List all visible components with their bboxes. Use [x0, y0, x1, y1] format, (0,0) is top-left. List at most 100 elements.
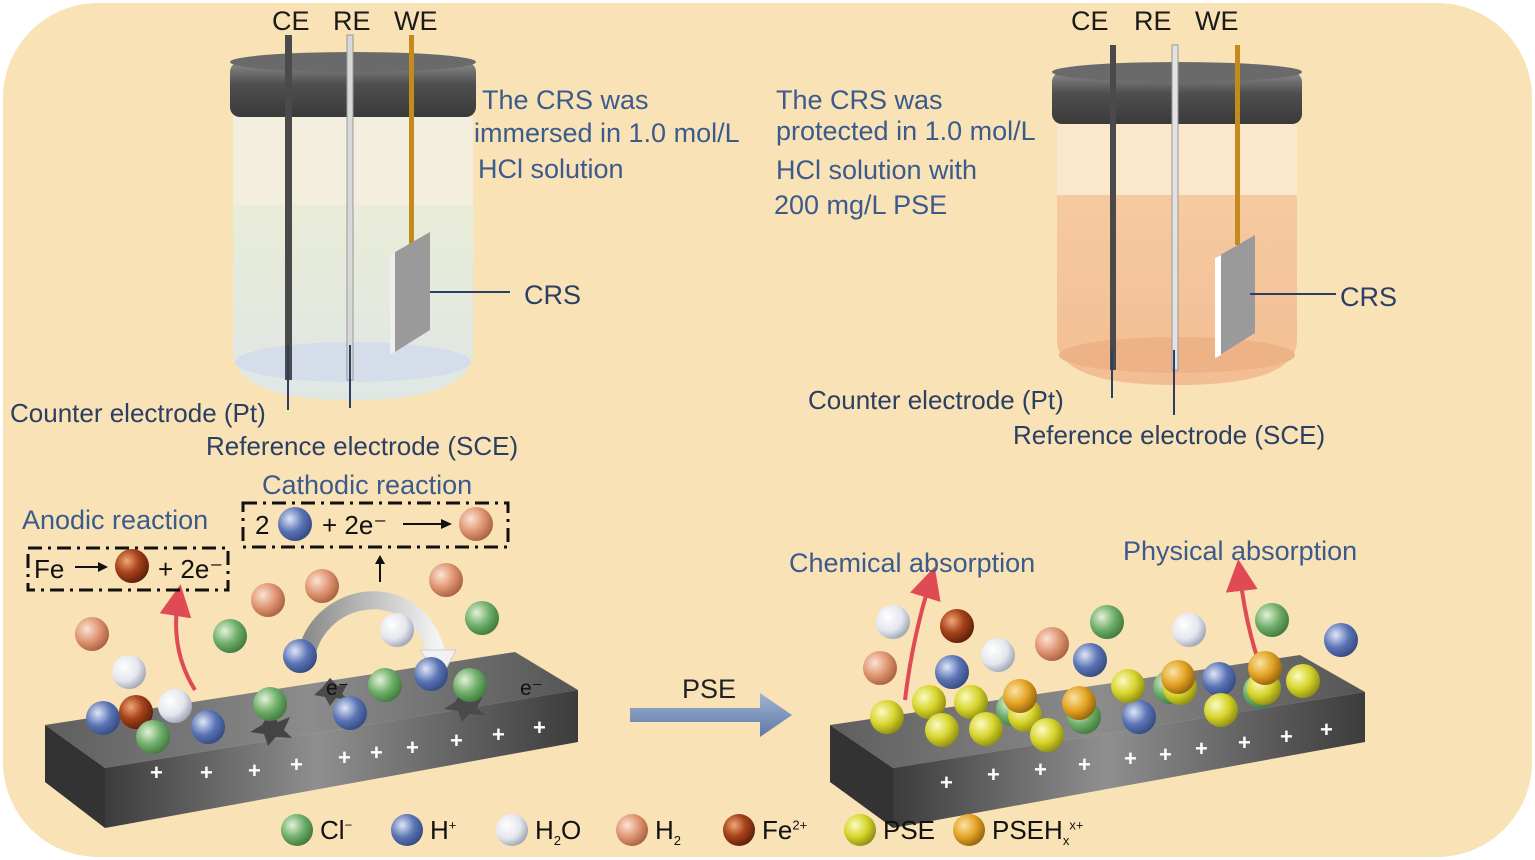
plus-charge: + [987, 762, 1000, 787]
left-beaker [230, 34, 510, 410]
water-particle [380, 613, 414, 647]
cl-ion-particle [1255, 603, 1289, 637]
cl-ion-particle [368, 668, 402, 702]
plus-charge: + [290, 752, 303, 777]
water-particle [876, 605, 910, 639]
right-desc-line2: protected in 1.0 mol/L [776, 116, 1036, 146]
hydrogen-particle [1035, 627, 1069, 661]
plus-charge: + [1280, 724, 1293, 749]
cathodic-title: Cathodic reaction [262, 470, 473, 500]
cl-ion-particle [465, 601, 499, 635]
h-ion-particle [278, 507, 312, 541]
h-ion-particle [414, 657, 448, 691]
pseh-particle [1062, 686, 1096, 720]
right-ce-label: CE [1071, 6, 1109, 36]
chemical-absorption-label: Chemical absorption [789, 548, 1036, 578]
pse-arrow-label: PSE [682, 674, 737, 704]
legend-pse-label: PSE [883, 815, 936, 845]
legend-cl-ion-swatch [281, 814, 313, 846]
right-we-label: WE [1195, 6, 1239, 36]
h-ion-particle [1122, 700, 1156, 734]
legend-pseh-swatch [953, 814, 985, 846]
left-we-label: WE [394, 6, 438, 36]
plus-charge: + [150, 760, 163, 785]
cl-ion-particle [213, 619, 247, 653]
pse-particle [969, 712, 1003, 746]
h-ion-particle [86, 701, 120, 735]
cl-ion-particle [136, 720, 170, 754]
right-desc-line3: HCl solution with [776, 155, 978, 185]
legend-iron-ion-swatch [723, 814, 755, 846]
water-particle [112, 655, 146, 689]
legend-pseh-label: PSEHxx+ [992, 815, 1084, 849]
left-desc-line3: HCl solution [478, 154, 624, 184]
h-ion-particle [1073, 643, 1107, 677]
legend-hydrogen-swatch [616, 814, 648, 846]
left-ce-label: CE [272, 6, 310, 36]
legend-iron-ion-label: Fe2+ [762, 815, 808, 845]
plus-charge: + [248, 758, 261, 783]
physical-absorption-label: Physical absorption [1123, 536, 1358, 566]
right-reference-label: Reference electrode (SCE) [1013, 420, 1326, 450]
legend-cl-ion-label: Cl− [320, 815, 353, 845]
h-ion-particle [935, 655, 969, 689]
pse-particle [1286, 664, 1320, 698]
right-desc-line4: 200 mg/L PSE [774, 190, 948, 220]
legend-water-swatch [496, 814, 528, 846]
h-ion-particle [191, 710, 225, 744]
hydrogen-particle [863, 651, 897, 685]
iron-ion-particle [115, 549, 149, 583]
h-ion-particle [1202, 662, 1236, 696]
pse-particle [870, 700, 904, 734]
pseh-particle [1161, 660, 1195, 694]
plus-charge: + [370, 740, 383, 765]
left-desc-line1: The CRS was [482, 85, 649, 115]
electron-label-1: e⁻ [326, 677, 349, 700]
hydrogen-particle [305, 569, 339, 603]
plus-charge: + [1124, 746, 1137, 771]
hydrogen-particle [75, 617, 109, 651]
water-particle [158, 689, 192, 723]
pse-particle [912, 685, 946, 719]
plus-charge: + [1159, 742, 1172, 767]
iron-ion-particle [940, 609, 974, 643]
plus-charge: + [338, 745, 351, 770]
pse-particle [1204, 693, 1238, 727]
pseh-particle [1248, 651, 1282, 685]
iron-ion-particle [119, 695, 153, 729]
left-counter-label: Counter electrode (Pt) [10, 398, 266, 428]
water-particle [981, 638, 1015, 672]
pse-particle [954, 685, 988, 719]
plus-charge: + [406, 735, 419, 760]
pse-particle [925, 713, 959, 747]
hydrogen-particle [251, 583, 285, 617]
pseh-particle [1003, 679, 1037, 713]
right-re-label: RE [1134, 6, 1172, 36]
particles-layer [75, 507, 1358, 754]
cathodic-mid: + 2e⁻ [322, 510, 388, 540]
plus-charge: + [940, 770, 953, 795]
left-desc-line2: immersed in 1.0 mol/L [474, 118, 740, 148]
left-reference-label: Reference electrode (SCE) [206, 431, 519, 461]
right-crs-label: CRS [1340, 282, 1398, 312]
cl-ion-particle [453, 668, 487, 702]
plus-charge: + [492, 722, 505, 747]
hydrogen-particle [459, 507, 493, 541]
plus-charge: + [200, 760, 213, 785]
legend-pse-swatch [844, 814, 876, 846]
h-ion-particle [1324, 623, 1358, 657]
plus-charge: + [1195, 736, 1208, 761]
pse-particle [1111, 669, 1145, 703]
legend-hydrogen-label: H2 [655, 815, 682, 849]
water-particle [1172, 613, 1206, 647]
right-beaker [1052, 44, 1336, 415]
legend-water-label: H2O [535, 815, 582, 849]
plus-charge: + [1320, 717, 1333, 742]
anodic-lhs: Fe [34, 554, 65, 584]
legend-h-ion-swatch [391, 814, 423, 846]
anodic-rhs: + 2e⁻ [158, 554, 224, 584]
left-crs-label: CRS [524, 280, 582, 310]
h-ion-particle [333, 696, 367, 730]
pse-particle [1030, 718, 1064, 752]
